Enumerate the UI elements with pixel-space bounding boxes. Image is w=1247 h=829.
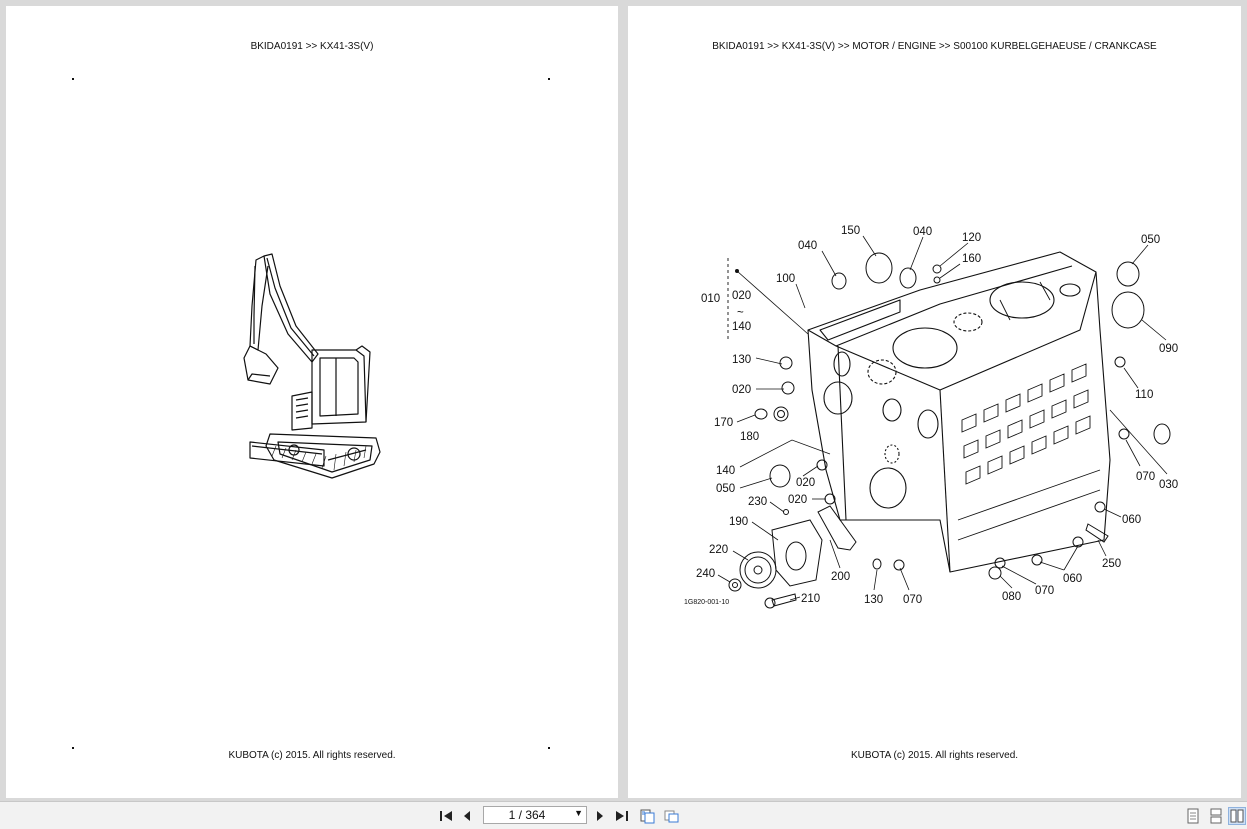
part-label-230: 230 (748, 496, 767, 508)
part-label-100: 100 (776, 273, 795, 285)
continuous-page-icon[interactable] (1207, 807, 1225, 825)
right-page: BKIDA0191 >> KX41-3S(V) >> MOTOR / ENGIN… (628, 6, 1241, 798)
part-label-130: 130 (732, 354, 751, 366)
part-label-040: 040 (798, 240, 817, 252)
part-label-120: 120 (962, 232, 981, 244)
part-label-170: 170 (714, 417, 733, 429)
part-label-140: 140 (732, 321, 751, 333)
part-label-140: 140 (716, 465, 735, 477)
part-label-070: 070 (1136, 471, 1155, 483)
first-page-icon[interactable] (437, 807, 455, 825)
part-label-050: 050 (1141, 234, 1160, 246)
chevron-down-icon: ▼ (574, 808, 583, 818)
part-label-tilde: ~ (737, 307, 744, 319)
left-page-header: BKIDA0191 >> KX41-3S(V) (250, 41, 374, 52)
part-label-040: 040 (913, 226, 932, 238)
page-number-select[interactable]: 1 / 364 ▼ (483, 806, 587, 824)
part-label-020: 020 (732, 384, 751, 396)
part-label-130: 130 (864, 594, 883, 606)
part-label-010: 010 (701, 293, 720, 305)
fit-width-icon[interactable] (662, 807, 680, 825)
part-label-060: 060 (1122, 514, 1141, 526)
part-label-110: 110 (1135, 389, 1153, 401)
two-page-icon[interactable] (1228, 807, 1246, 825)
part-label-080: 080 (1002, 591, 1021, 603)
page-indicator: 1 / 364 (508, 808, 546, 822)
part-label-060: 060 (1063, 573, 1082, 585)
part-label-190: 190 (729, 516, 748, 528)
part-label-180: 180 (740, 431, 759, 443)
part-label-020: 020 (788, 494, 807, 506)
single-page-icon[interactable] (1184, 807, 1202, 825)
part-label-150: 150 (841, 225, 860, 237)
crop-mark (72, 747, 74, 749)
crop-mark (548, 747, 550, 749)
prev-page-icon[interactable] (458, 807, 476, 825)
crop-mark (72, 78, 74, 80)
part-label-050: 050 (716, 483, 735, 495)
part-label-020: 020 (732, 290, 751, 302)
right-page-header: BKIDA0191 >> KX41-3S(V) >> MOTOR / ENGIN… (712, 41, 1157, 52)
left-page-footer: KUBOTA (c) 2015. All rights reserved. (228, 750, 396, 761)
right-page-footer: KUBOTA (c) 2015. All rights reserved. (850, 750, 1019, 761)
part-label-070: 070 (903, 594, 922, 606)
part-label-200: 200 (831, 571, 850, 583)
fit-page-icon[interactable] (638, 807, 656, 825)
viewer-toolbar: 1 / 364 ▼ (0, 801, 1247, 829)
crop-mark (548, 78, 550, 80)
part-label-090: 090 (1159, 343, 1178, 355)
part-label-020: 020 (796, 477, 815, 489)
part-label-210: 210 (801, 593, 820, 605)
part-label-220: 220 (709, 544, 728, 556)
left-page: BKIDA0191 >> KX41-3S(V) (6, 6, 618, 798)
crankcase-parts-diagram: 150 040 040 120 160 050 100 010 020 ~ 14… (684, 225, 1178, 609)
part-label-070: 070 (1035, 585, 1054, 597)
excavator-illustration (243, 253, 381, 479)
part-label-030: 030 (1159, 479, 1178, 491)
part-label-240: 240 (696, 568, 715, 580)
next-page-icon[interactable] (591, 807, 609, 825)
drawing-code: 1G820-001-10 (684, 599, 729, 606)
part-label-160: 160 (962, 253, 981, 265)
last-page-icon[interactable] (613, 807, 631, 825)
part-label-250: 250 (1102, 558, 1121, 570)
